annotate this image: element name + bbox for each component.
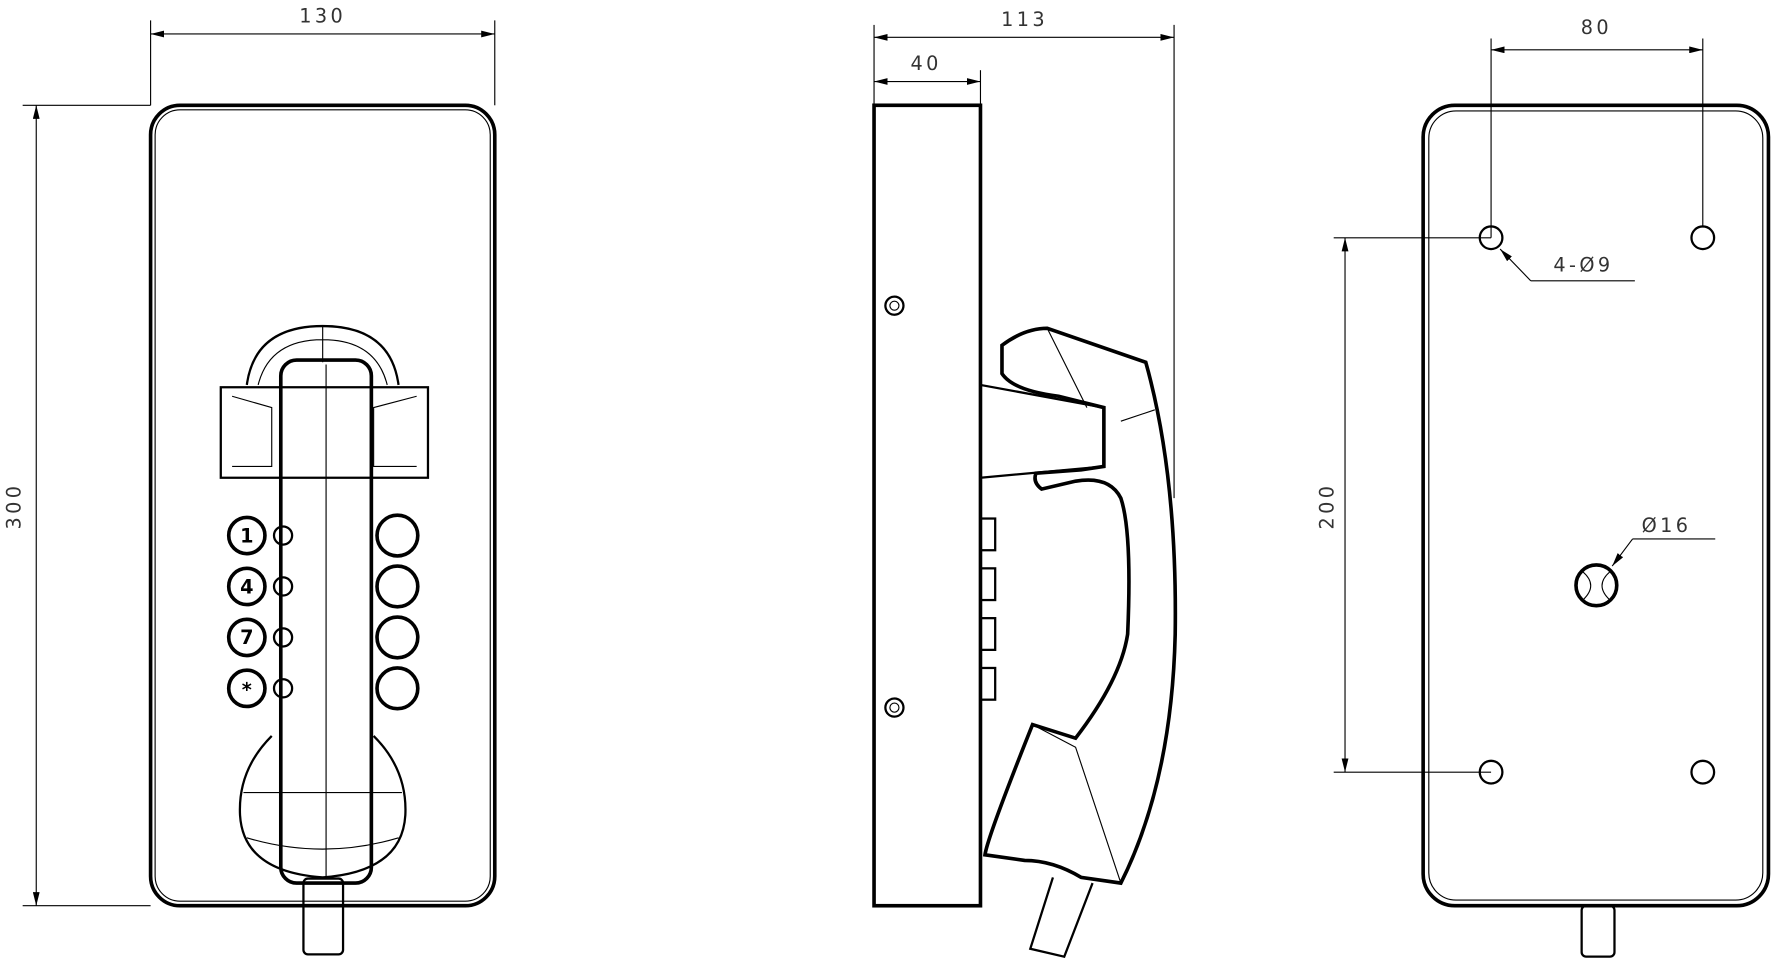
mount-hole [1690, 225, 1716, 251]
dimension-hole-spacing-v: 200 [1316, 237, 1492, 773]
svg-text:7: 7 [240, 626, 253, 649]
mouthpiece [238, 735, 407, 879]
dim-label-200: 200 [1316, 483, 1339, 530]
side-view: 113 40 [872, 8, 1178, 959]
side-button [979, 617, 997, 651]
back-view: 80 200 4-Ø9 Ø16 [1316, 16, 1771, 958]
dimension-depth: 113 [873, 8, 1175, 499]
svg-text:*: * [242, 678, 252, 701]
key-1[interactable]: 1 [226, 515, 294, 556]
key-7[interactable]: 7 [226, 617, 294, 658]
handset-handle [278, 358, 374, 885]
back-cord-stub [1580, 904, 1616, 958]
side-cord-stub [1028, 877, 1094, 959]
key-right-3[interactable] [375, 615, 420, 660]
side-cradle-arm [980, 383, 1106, 479]
side-button [979, 517, 997, 552]
screw-top [884, 295, 905, 316]
front-panel-outline [148, 103, 497, 908]
key-star[interactable]: * [226, 668, 294, 709]
mount-hole [1690, 759, 1716, 785]
dim-label-113: 113 [1001, 8, 1048, 31]
dimension-width: 130 [150, 5, 496, 106]
svg-text:4: 4 [240, 575, 253, 598]
dim-label-40: 40 [910, 52, 941, 75]
side-body-outline [872, 103, 983, 908]
keypad: 1 4 7 * [226, 513, 420, 711]
svg-text:4-Ø9: 4-Ø9 [1553, 254, 1613, 277]
dimension-hole-spacing-h: 80 [1490, 16, 1704, 238]
side-button [979, 666, 997, 701]
cable-hole [1574, 563, 1619, 608]
key-right-4[interactable] [375, 666, 420, 711]
dim-label-80: 80 [1581, 16, 1612, 39]
mount-hole-callout: 4-Ø9 [1499, 248, 1635, 282]
dimension-height: 300 [2, 104, 151, 907]
dimension-body-depth: 40 [874, 52, 982, 106]
cable-hole-callout: Ø16 [1611, 514, 1716, 567]
side-button [979, 567, 997, 602]
dim-label-130: 130 [299, 5, 346, 28]
svg-text:Ø16: Ø16 [1642, 514, 1692, 537]
svg-text:1: 1 [240, 524, 253, 547]
key-4[interactable]: 4 [226, 566, 294, 607]
key-right-2[interactable] [375, 564, 420, 609]
screw-bottom [884, 697, 905, 718]
front-view: 130 300 1 4 [2, 5, 497, 956]
cord-stub [302, 877, 345, 956]
back-panel-outline [1421, 103, 1771, 908]
dim-label-300: 300 [2, 483, 25, 530]
key-right-1[interactable] [375, 513, 420, 558]
side-handset [982, 326, 1178, 886]
cradle [219, 386, 430, 479]
